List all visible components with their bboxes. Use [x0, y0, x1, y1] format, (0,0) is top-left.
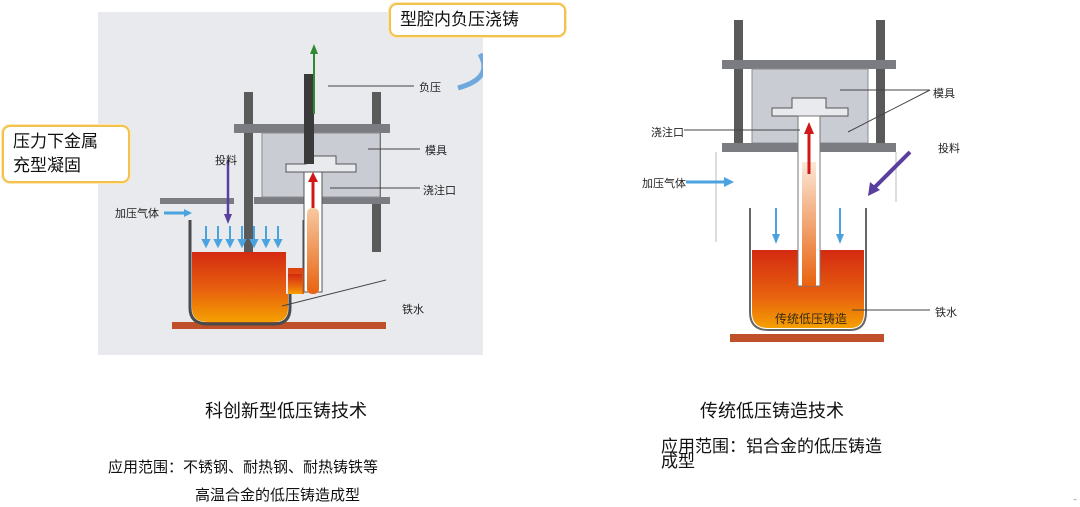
- left-label-mold: 模具: [425, 144, 447, 157]
- left-label-pressurized-gas: 加压气体: [115, 207, 159, 220]
- right-feed-arrow: [872, 150, 912, 190]
- gas-inlet-bar: [160, 198, 234, 204]
- callout-left-line1: 压力下金属: [13, 132, 98, 152]
- right-left-post: [734, 20, 743, 150]
- callout-left-line2: 充型凝固: [13, 156, 81, 176]
- right-label-pressurized-gas: 加压气体: [642, 177, 686, 190]
- left-range-line2: 高温合金的低压铸造成型: [195, 486, 361, 504]
- left-post: [244, 92, 253, 252]
- left-range-line1: 应用范围：不锈钢、耐热钢、耐热铸铁等: [108, 458, 379, 476]
- base-plate: [172, 322, 386, 329]
- left-label-molten-iron: 铁水: [402, 303, 424, 316]
- molten-metal: [192, 252, 304, 322]
- left-label-feed: 投料: [215, 154, 237, 167]
- crucible: [188, 220, 306, 326]
- traditional-low-pressure-diagram: [620, 12, 980, 355]
- right-label-mold: 模具: [933, 87, 955, 100]
- pressure-arrows: [201, 226, 283, 249]
- top-callout-arrow: [457, 52, 483, 91]
- left-caption: 科创新型低压铸技术: [205, 401, 367, 422]
- molten-metal-well: [288, 274, 302, 294]
- callout-top-text: 型腔内负压浇铸: [400, 10, 519, 30]
- vacuum-pipe: [304, 74, 314, 164]
- right-crucible: [749, 208, 867, 331]
- right-top-plate: [722, 60, 896, 69]
- right-label-feed: 投料: [938, 142, 960, 155]
- callout-negative-pressure-casting: 型腔内负压浇铸: [389, 3, 566, 37]
- left-label-negative-pressure: 负压: [419, 81, 441, 94]
- right-diagram-graphic: [684, 20, 931, 342]
- right-mold-cavity: [771, 97, 849, 117]
- left-diagram-graphic: [160, 44, 483, 329]
- right-range-line1: 应用范围：铝合金的低压铸造: [661, 437, 882, 457]
- callout-pressure-filling: 压力下金属 充型凝固: [2, 125, 130, 183]
- right-range-line2: 成型: [661, 452, 695, 472]
- right-crucible-text: 传统低压铸造: [775, 312, 848, 326]
- corner-mark: –: [1073, 495, 1077, 504]
- right-right-post: [876, 20, 885, 150]
- right-label-pour-gate: 浇注口: [651, 126, 684, 139]
- right-riser-metal: [802, 162, 816, 286]
- left-label-pour-gate: 浇注口: [423, 184, 456, 197]
- right-base-plate: [730, 334, 884, 342]
- right-label-molten-iron: 铁水: [935, 306, 957, 319]
- new-low-pressure-diagram: [98, 12, 483, 355]
- right-molten-metal: [752, 250, 864, 328]
- riser-metal: [307, 208, 319, 294]
- right-caption: 传统低压铸造技术: [700, 401, 844, 422]
